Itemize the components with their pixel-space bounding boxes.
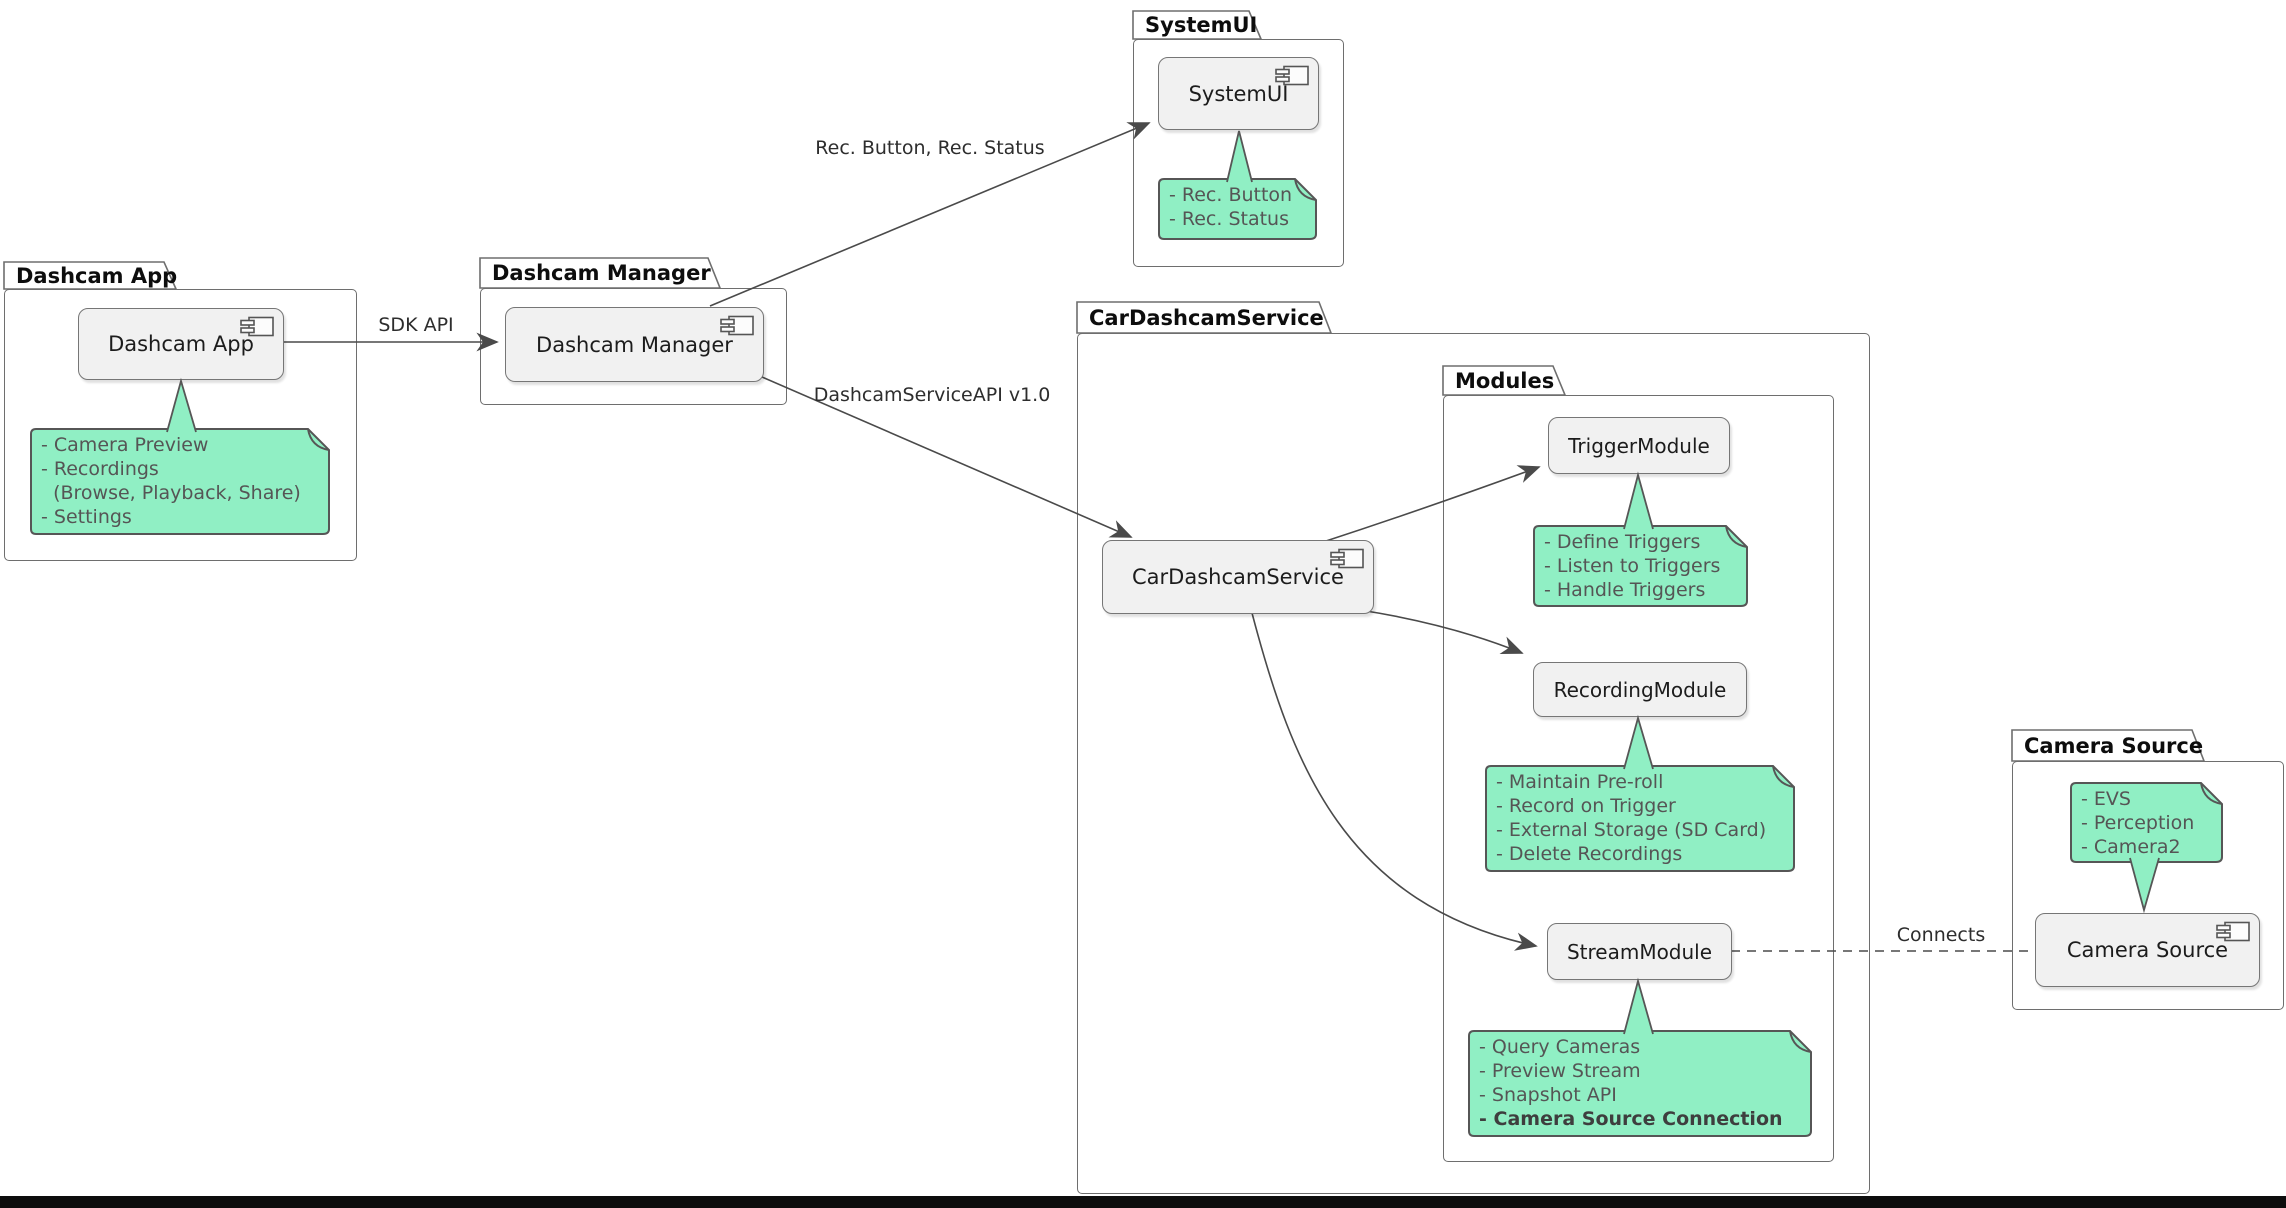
component-icon bbox=[1329, 548, 1365, 575]
edge-label-sdk-api: SDK API bbox=[378, 314, 454, 336]
note-line: - Snapshot API bbox=[1479, 1084, 1617, 1106]
note-line: - Record on Trigger bbox=[1496, 795, 1676, 817]
note-folded-corner-icon bbox=[1789, 1030, 1812, 1053]
component-label: Camera Source bbox=[2066, 938, 2229, 962]
note-line: - Camera2 bbox=[2081, 836, 2181, 858]
note-line: - Rec. Status bbox=[1169, 208, 1290, 230]
note-line: - Preview Stream bbox=[1479, 1060, 1641, 1082]
component-dashcam-app: Dashcam App bbox=[78, 308, 284, 380]
note-stream-module: - Query Cameras - Preview Stream - Snaps… bbox=[1468, 1030, 1812, 1137]
note-line: - Settings bbox=[41, 506, 132, 528]
component-label: SystemUI bbox=[1188, 81, 1289, 106]
note-line: - Define Triggers bbox=[1544, 531, 1701, 553]
component-label: StreamModule bbox=[1566, 939, 1713, 964]
note-line: - Query Cameras bbox=[1479, 1036, 1641, 1058]
note-line: - EVS bbox=[2081, 788, 2131, 810]
package-label-modules: Modules bbox=[1455, 368, 1555, 393]
component-icon bbox=[2215, 921, 2251, 948]
edge-label-rec-button-status: Rec. Button, Rec. Status bbox=[815, 137, 1045, 159]
component-label: Dashcam App bbox=[108, 332, 254, 356]
note-line: - Camera Source Connection bbox=[1479, 1108, 1783, 1130]
note-line: - Handle Triggers bbox=[1544, 579, 1706, 601]
bottom-edge-bar bbox=[0, 1196, 2286, 1208]
component-camera-source: Camera Source bbox=[2035, 913, 2260, 987]
package-label-car-dashcam-service: CarDashcamService bbox=[1089, 305, 1324, 330]
package-label-camera-source: Camera Source bbox=[2024, 733, 2204, 758]
edge-label-connects: Connects bbox=[1896, 924, 1986, 946]
note-line: - Listen to Triggers bbox=[1544, 555, 1721, 577]
component-label: RecordingModule bbox=[1553, 677, 1727, 702]
note-line: - Maintain Pre-roll bbox=[1496, 771, 1664, 793]
note-folded-corner-icon bbox=[307, 428, 330, 451]
component-label: TriggerModule bbox=[1568, 433, 1710, 458]
note-line: - Perception bbox=[2081, 812, 2195, 834]
component-icon bbox=[719, 315, 755, 342]
note-folded-corner-icon bbox=[1772, 765, 1795, 788]
component-trigger-module: TriggerModule bbox=[1548, 417, 1730, 474]
note-line: - External Storage (SD Card) bbox=[1496, 819, 1767, 841]
edge-label-dashcam-service-api: DashcamServiceAPI v1.0 bbox=[813, 384, 1051, 406]
note-recording-module: - Maintain Pre-roll - Record on Trigger … bbox=[1485, 765, 1795, 872]
package-label-dashcam-app: Dashcam App bbox=[16, 263, 178, 288]
component-label: CarDashcamService bbox=[1132, 565, 1344, 589]
note-folded-corner-icon bbox=[1725, 525, 1748, 548]
note-trigger-module: - Define Triggers - Listen to Triggers -… bbox=[1533, 525, 1748, 607]
component-dashcam-manager: Dashcam Manager bbox=[505, 307, 764, 382]
package-label-systemui: SystemUI bbox=[1145, 13, 1258, 37]
note-systemui: - Rec. Button - Rec. Status bbox=[1158, 178, 1317, 240]
component-label: Dashcam Manager bbox=[536, 332, 733, 357]
component-recording-module: RecordingModule bbox=[1533, 662, 1747, 717]
note-folded-corner-icon bbox=[1294, 178, 1317, 201]
note-line: - Recordings bbox=[41, 458, 159, 480]
note-line: (Browse, Playback, Share) bbox=[41, 482, 301, 504]
component-car-dashcam-service: CarDashcamService bbox=[1102, 540, 1374, 614]
component-icon bbox=[239, 316, 275, 343]
note-camera-source: - EVS - Perception - Camera2 bbox=[2070, 782, 2223, 863]
note-line: - Camera Preview bbox=[41, 434, 209, 456]
package-label-dashcam-manager: Dashcam Manager bbox=[492, 261, 711, 285]
component-stream-module: StreamModule bbox=[1547, 923, 1732, 980]
note-dashcam-app: - Camera Preview - Recordings (Browse, P… bbox=[30, 428, 330, 535]
component-systemui: SystemUI bbox=[1158, 57, 1319, 130]
component-icon bbox=[1274, 65, 1310, 92]
note-line: - Rec. Button bbox=[1169, 184, 1293, 206]
note-folded-corner-icon bbox=[2200, 782, 2223, 805]
note-line: - Delete Recordings bbox=[1496, 843, 1683, 865]
